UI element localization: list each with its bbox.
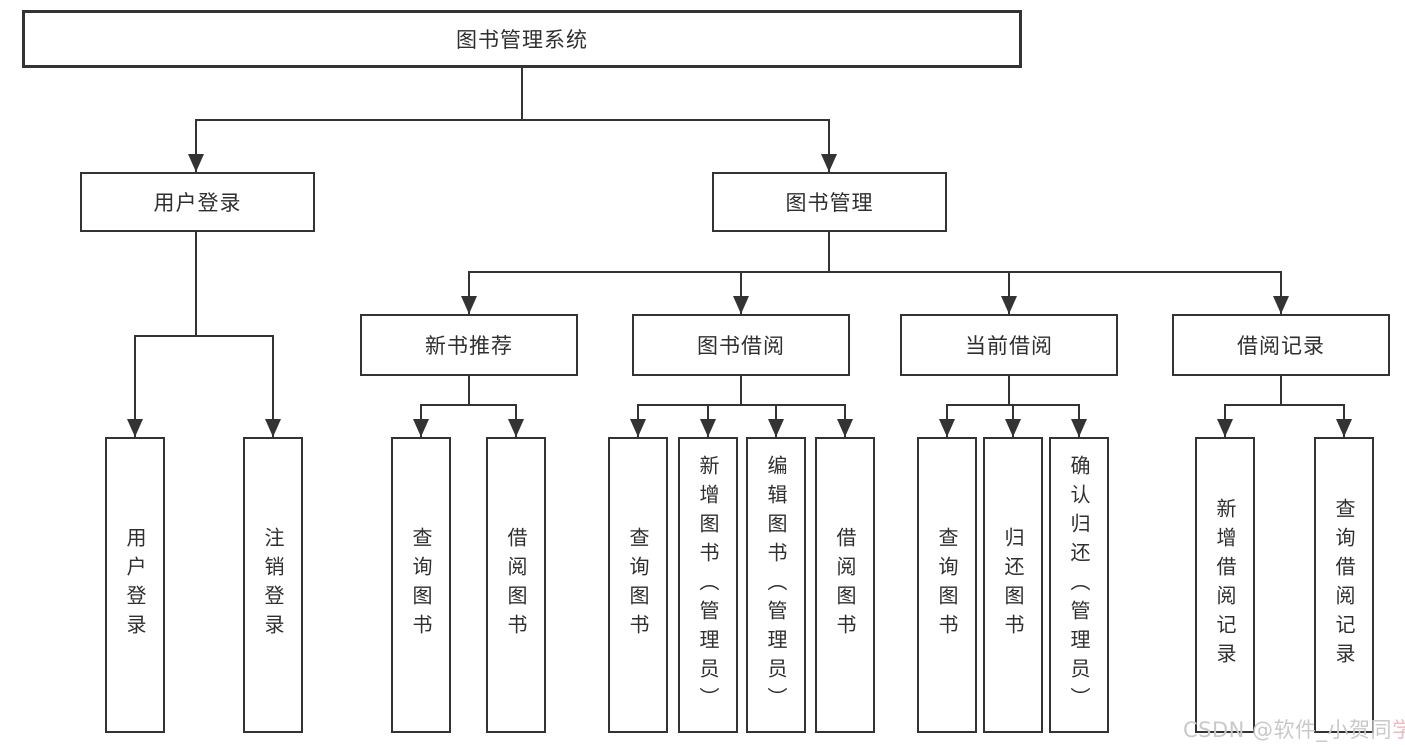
arrowhead-down <box>630 419 646 437</box>
arrowhead-down <box>733 296 749 314</box>
connector-line <box>134 335 274 337</box>
connector-line <box>195 232 197 337</box>
node-book-management: 图书管理 <box>712 172 947 232</box>
node-new-book-recommend: 新书推荐 <box>360 314 578 376</box>
connector-line <box>468 376 470 406</box>
arrowhead-down <box>837 419 853 437</box>
node-book-borrow-label: 图书借阅 <box>697 334 785 358</box>
connector-line <box>1008 376 1010 406</box>
arrowhead-down <box>768 419 784 437</box>
arrowhead-down <box>1273 296 1289 314</box>
arrowhead-down <box>1001 296 1017 314</box>
csdn-watermark: CSDN @软件_小贺同学 <box>1183 714 1405 744</box>
leaf-return-books: 归还图书 <box>983 437 1043 733</box>
node-user-login: 用户登录 <box>80 172 315 232</box>
csdn-watermark-text: CSDN @软件_小贺同 <box>1183 718 1393 742</box>
leaf-query-borrow-record: 查询借阅记录 <box>1314 437 1374 733</box>
leaf-user-login: 用户登录 <box>105 437 165 733</box>
node-borrow-records-label: 借阅记录 <box>1237 334 1325 358</box>
leaf-borrow-books-recommend-label: 借阅图书 <box>504 527 528 643</box>
connector-line <box>196 119 830 121</box>
arrowhead-down <box>188 154 204 172</box>
node-borrow-records: 借阅记录 <box>1172 314 1390 376</box>
connector-line <box>195 119 197 172</box>
connector-line <box>1280 271 1282 314</box>
arrowhead-down <box>700 419 716 437</box>
leaf-query-books-current: 查询图书 <box>917 437 977 733</box>
connector-line <box>420 404 516 406</box>
arrowhead-down <box>1071 419 1087 437</box>
arrowhead-down <box>265 419 281 437</box>
connector-line <box>637 404 845 406</box>
leaf-query-books-borrow: 查询图书 <box>608 437 668 733</box>
node-book-management-label: 图书管理 <box>785 191 874 215</box>
leaf-add-borrow-record: 新增借阅记录 <box>1195 437 1255 733</box>
connector-line <box>272 335 274 437</box>
arrowhead-down <box>461 296 477 314</box>
connector-line <box>468 271 470 314</box>
leaf-logout-label: 注销登录 <box>261 527 285 643</box>
node-user-login-label: 用户登录 <box>153 191 242 215</box>
leaf-logout: 注销登录 <box>243 437 303 733</box>
arrowhead-down <box>1336 419 1352 437</box>
leaf-edit-books-admin: 编辑图书（管理员） <box>746 437 806 733</box>
leaf-edit-books-admin-label: 编辑图书（管理员） <box>764 454 788 716</box>
leaf-query-books-recommend: 查询图书 <box>391 437 451 733</box>
node-book-borrow: 图书借阅 <box>632 314 850 376</box>
connector-line <box>828 232 830 273</box>
arrowhead-down <box>821 154 837 172</box>
leaf-add-borrow-record-label: 新增借阅记录 <box>1213 498 1237 672</box>
leaf-add-books-admin-label: 新增图书（管理员） <box>696 454 720 716</box>
leaf-add-books-admin: 新增图书（管理员） <box>678 437 738 733</box>
leaf-query-books-recommend-label: 查询图书 <box>409 527 433 643</box>
connector-line <box>521 68 523 121</box>
leaf-user-login-label: 用户登录 <box>123 527 147 643</box>
node-current-borrow-label: 当前借阅 <box>965 334 1053 358</box>
connector-line <box>1224 404 1344 406</box>
connector-line <box>468 271 1282 273</box>
leaf-confirm-return-admin-label: 确认归还（管理员） <box>1067 454 1091 716</box>
arrowhead-down <box>413 419 429 437</box>
connector-line <box>828 119 830 172</box>
leaf-query-books-current-label: 查询图书 <box>935 527 959 643</box>
node-new-book-recommend-label: 新书推荐 <box>425 334 513 358</box>
arrowhead-down <box>939 419 955 437</box>
leaf-borrow-books-recommend: 借阅图书 <box>486 437 546 733</box>
leaf-borrow-books: 借阅图书 <box>815 437 875 733</box>
arrowhead-down <box>1005 419 1021 437</box>
connector-line <box>740 376 742 406</box>
node-current-borrow: 当前借阅 <box>900 314 1118 376</box>
arrowhead-down <box>1217 419 1233 437</box>
connector-line <box>740 271 742 314</box>
leaf-query-books-borrow-label: 查询图书 <box>626 527 650 643</box>
arrowhead-down <box>508 419 524 437</box>
leaf-return-books-label: 归还图书 <box>1001 527 1025 643</box>
node-library-system-label: 图书管理系统 <box>456 28 588 52</box>
arrowhead-down <box>127 419 143 437</box>
leaf-borrow-books-label: 借阅图书 <box>833 527 857 643</box>
leaf-confirm-return-admin: 确认归还（管理员） <box>1049 437 1109 733</box>
leaf-query-borrow-record-label: 查询借阅记录 <box>1332 498 1356 672</box>
connector-line <box>134 335 136 437</box>
connector-line <box>1280 376 1282 406</box>
connector-line <box>1008 271 1010 314</box>
node-library-system: 图书管理系统 <box>22 10 1022 68</box>
csdn-watermark-accent: 学 <box>1392 718 1405 742</box>
